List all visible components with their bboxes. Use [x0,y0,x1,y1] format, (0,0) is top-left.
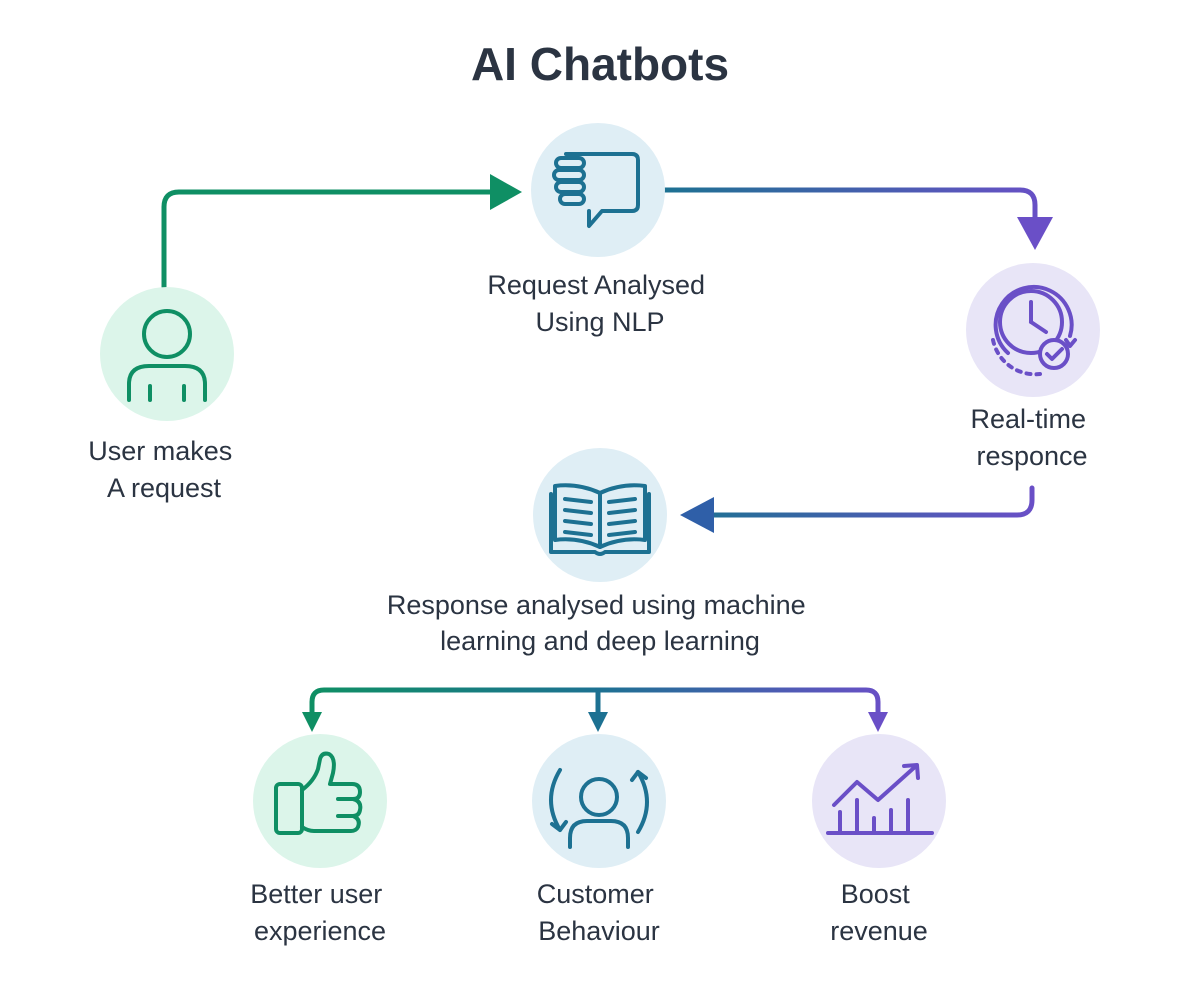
ml-label-line1: Response analysed using machine [387,590,806,620]
user-label-line1: User makes [88,436,232,466]
node-realtime: Real-time responce [966,263,1100,471]
person-cycle-icon [549,768,649,849]
open-book-icon [549,483,651,556]
behaviour-label-line1: Customer [537,879,654,909]
clock-check-icon [991,284,1077,377]
connectors [161,174,1053,732]
svg-text:Response analysed using machin: Response analysed using machine learning… [387,590,813,656]
connector-branch [309,687,881,715]
node-revenue: Boost revenue [812,734,946,946]
realtime-label-line2: responce [976,441,1087,471]
connector-realtime-to-ml [709,485,1035,518]
arrow-head-realtime [1017,217,1053,250]
user-circle [100,287,234,421]
arrow-head-behaviour [588,712,608,732]
nlp-label-line1: Request Analysed [487,270,705,300]
connector-user-to-nlp [161,189,495,290]
revenue-label-line2: revenue [830,916,928,946]
realtime-label-line1: Real-time [970,404,1086,434]
experience-circle [253,734,387,868]
growth-chart-icon [826,763,934,835]
experience-label-line1: Better user [250,879,382,909]
svg-text:Customer Behaviour: Customer Behaviour [537,879,662,946]
svg-text:Real-time responce: Real-time responce [970,404,1093,471]
arrow-head-experience [302,712,322,732]
behaviour-label-line2: Behaviour [538,916,660,946]
arrow-head-nlp [490,174,522,210]
nlp-label-line2: Using NLP [535,307,664,337]
behaviour-circle [532,734,666,868]
node-ml: Response analysed using machine learning… [387,448,813,656]
user-icon [127,309,207,402]
user-label-line2: A request [107,473,222,503]
arrow-head-revenue [868,712,888,732]
svg-text:Boost revenue: Boost revenue [830,879,928,946]
arrow-head-ml [680,497,714,533]
node-behaviour: Customer Behaviour [532,734,666,946]
ml-label-line2: learning and deep learning [440,626,760,656]
experience-label-line2: experience [254,916,386,946]
connector-nlp-to-realtime [662,187,1038,223]
revenue-label-line1: Boost [841,879,911,909]
realtime-circle [966,263,1100,397]
page-title: AI Chatbots [471,38,729,90]
svg-text:Request Analysed Using N: Request Analysed Using NLP [487,270,712,337]
node-user: User makes A request [88,287,240,503]
svg-text:Better user experience: Better user experience [250,879,390,946]
svg-text:User makes A request: User makes A request [88,436,240,503]
node-nlp: Request Analysed Using NLP [487,123,712,337]
thumbs-up-icon [274,751,363,835]
chat-hand-icon [552,152,640,228]
nlp-circle [531,123,665,257]
node-experience: Better user experience [250,734,390,946]
